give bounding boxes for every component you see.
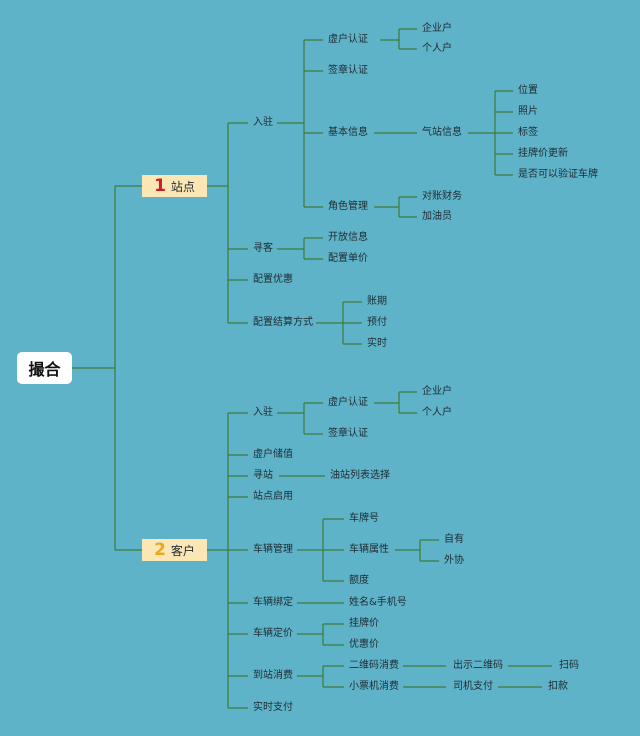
find-customer-open-info: 开放信息 [328,232,368,243]
station-find-customer: 寻客 [253,243,273,254]
root-node: 撮合 [17,352,72,384]
consume-deduct: 扣款 [548,681,568,692]
vehicle-quota: 额度 [349,575,369,586]
vehicle-attribute: 车辆属性 [349,544,389,555]
find-station-list-select: 油站列表选择 [330,470,390,481]
customer-find-station: 寻站 [253,470,273,481]
vehicle-bind-name-phone: 姓名&手机号 [349,597,407,608]
customer-account-auth: 虚户认证 [328,397,368,408]
station-role-mgmt: 角色管理 [328,201,368,212]
customer-vehicle-bind: 车辆绑定 [253,597,293,608]
customer-node: 2 客户 [142,539,207,561]
role-attendant: 加油员 [422,211,452,222]
customer-personal-account: 个人户 [422,407,452,418]
station-enterprise-account: 企业户 [422,23,452,34]
station-personal-account: 个人户 [422,43,452,54]
customer-label: 客户 [170,543,195,558]
station-account-auth: 虚户认证 [328,34,368,45]
customer-station-consume: 到站消费 [253,670,293,681]
customer-vehicle-mgmt: 车辆管理 [253,544,293,555]
consume-show-qr: 出示二维码 [453,660,503,671]
vehicle-pricing-discount-price: 优惠价 [349,639,379,650]
customer-onboard: 入驻 [253,407,273,418]
customer-realtime-pay: 实时支付 [253,702,293,713]
settlement-credit: 账期 [367,296,387,307]
station-discount: 配置优惠 [253,274,293,285]
customer-vehicle-pricing: 车辆定价 [253,628,293,639]
vehicle-plate: 车牌号 [349,513,379,524]
customer-station-enable: 站点启用 [253,491,293,502]
customer-account-deposit: 虚户储值 [253,449,293,460]
settlement-realtime: 实时 [367,338,387,349]
customer-enterprise-account: 企业户 [422,386,452,397]
station-signature-auth: 签章认证 [328,65,368,76]
settlement-prepaid: 预付 [367,317,387,328]
station-label: 站点 [170,179,195,194]
customer-signature-auth: 签章认证 [328,428,368,439]
consume-ticket: 小票机消费 [349,681,399,692]
consume-scan: 扫码 [559,660,579,671]
gas-info-plate-verify: 是否可以验证车牌 [518,169,598,180]
station-gas-info: 气站信息 [422,127,462,138]
station-basic-info: 基本信息 [328,127,368,138]
gas-info-tag: 标签 [518,127,538,138]
station-number: 1 [154,176,166,196]
station-node: 1 站点 [142,175,207,197]
consume-qr: 二维码消费 [349,660,399,671]
vehicle-pricing-list-price: 挂牌价 [349,618,379,629]
find-customer-unit-price: 配置单价 [328,253,368,264]
gas-info-location: 位置 [518,85,538,96]
customer-number: 2 [154,540,166,560]
vehicle-attribute-outsourced: 外协 [444,555,464,566]
vehicle-attribute-own: 自有 [444,534,464,545]
gas-info-list-price-update: 挂牌价更新 [518,148,568,159]
role-finance: 对账财务 [422,191,462,202]
station-settlement: 配置结算方式 [253,317,313,328]
station-onboard: 入驻 [253,117,273,128]
consume-driver-pay: 司机支付 [453,681,493,692]
gas-info-photo: 照片 [518,106,538,117]
